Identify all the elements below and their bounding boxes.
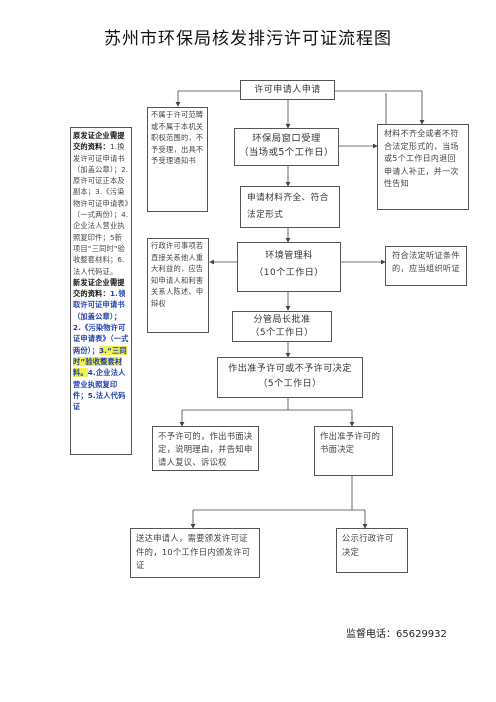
node-decision: 作出准予许可或不予许可决定 （5个工作日）	[217, 357, 363, 398]
node-incomplete: 材料不齐全或者不符合法定形式的，当场或5个工作日内退回申请人补正，并一次性告知	[377, 124, 469, 210]
node-reject: 不予许可的，作出书面决定，说明理由，并告知申请人复议、诉讼权	[152, 426, 259, 471]
new-materials-heading: 新发证企业需提交的资料：	[73, 277, 125, 299]
node-not-in-scope: 不属于许可范畴或不属于本机关职权范围的，不予受理，出具不予受理通知书	[147, 107, 208, 212]
materials-panel: 原发证企业需提交的资料：1.换发许可证申请书（加盖公章）；2.原许可证正本及副本…	[70, 127, 132, 455]
node-publish: 公示行政许可决定	[336, 528, 408, 573]
node-env-dept: 环境管理科 （10个工作日）	[237, 242, 341, 292]
node-major-interest: 行政许可事项若直接关系他人重大利益的，应告知申请人和利害关系人陈述、申辩权	[147, 238, 209, 333]
node-hearing: 符合法定听证条件的，应当组织听证	[385, 246, 467, 286]
node-apply: 许可申请人申请	[240, 80, 335, 100]
node-director-approve: 分管局长批准 （5个工作日）	[232, 311, 332, 342]
new-materials-list-b: 4.企业法人营业执照复印件；5.法人代码证	[73, 368, 126, 412]
supervision-phone: 监督电话：65629932	[346, 629, 447, 640]
node-window-accept: 环保局窗口受理 （当场或5个工作日）	[234, 128, 339, 166]
node-complete: 申请材料齐全、符合法定形式	[240, 186, 340, 228]
new-materials-list-a: 1.领取许可证申请书（加盖公章）；2.《污染物许可证申请表》（一式两份）；	[73, 289, 129, 355]
node-deliver: 送达申请人，需要颁发许可证件的，10个工作日内颁发许可证	[130, 528, 260, 578]
renew-materials-heading: 原发证企业需提交的资料：	[73, 131, 125, 152]
renew-materials-list: 1.换发许可证申请书（加盖公章）；2.原许可证正本及副本；3.《污染物许可证申请…	[73, 142, 129, 276]
node-approve: 作出准予许可的书面决定	[314, 426, 393, 476]
page-title: 苏州市环保局核发排污许可证流程图	[104, 29, 392, 49]
